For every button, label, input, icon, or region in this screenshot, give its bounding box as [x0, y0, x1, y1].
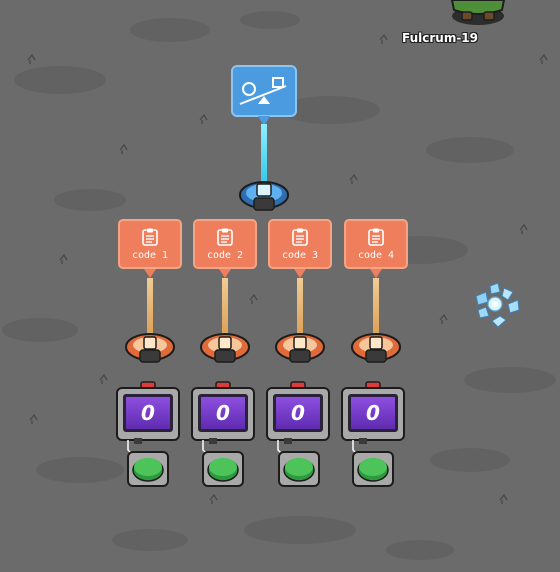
green-button[interactable]	[127, 451, 169, 487]
code-card-label: code 1	[131, 250, 169, 261]
code-card-3[interactable]: code 3	[268, 219, 332, 269]
clipboard-icon	[368, 228, 384, 246]
code-emitter[interactable]	[125, 333, 175, 363]
code-card-label: code 4	[357, 250, 395, 261]
code-emitter[interactable]	[275, 333, 325, 363]
counter-screen-2: 0	[198, 394, 248, 432]
code-beam	[147, 278, 153, 338]
code-card-label: code 3	[281, 250, 319, 261]
clipboard-icon	[292, 228, 308, 246]
code-card-1[interactable]: code 1	[118, 219, 182, 269]
player-avatar[interactable]	[450, 0, 506, 25]
counter-screen-3: 0	[273, 394, 323, 432]
player-name-tag: Fulcrum-19	[401, 31, 478, 45]
counter-screen-1: 0	[123, 394, 173, 432]
balance-device[interactable]	[239, 181, 289, 211]
code-card-4[interactable]: code 4	[344, 219, 408, 269]
green-button[interactable]	[352, 451, 394, 487]
code-beam	[222, 278, 228, 338]
ground-cracks	[27, 33, 548, 504]
green-button[interactable]	[278, 451, 320, 487]
code-emitter[interactable]	[351, 333, 401, 363]
balance-beam	[261, 124, 267, 186]
green-button[interactable]	[202, 451, 244, 487]
code-emitter[interactable]	[200, 333, 250, 363]
counter-screen-4: 0	[348, 394, 398, 432]
counter-value: 0	[216, 401, 230, 425]
counter-value: 0	[366, 401, 380, 425]
clipboard-icon	[142, 228, 158, 246]
code-card-2[interactable]: code 2	[193, 219, 257, 269]
code-card-label: code 2	[206, 250, 244, 261]
counter-value: 0	[291, 401, 305, 425]
code-beam	[373, 278, 379, 338]
balance-sign[interactable]	[231, 65, 297, 126]
code-card-tails	[144, 269, 382, 278]
clipboard-icon	[217, 228, 233, 246]
code-beam	[297, 278, 303, 338]
counter-value: 0	[141, 401, 155, 425]
seesaw-icon	[239, 77, 287, 105]
crystal-icon[interactable]	[475, 282, 520, 328]
